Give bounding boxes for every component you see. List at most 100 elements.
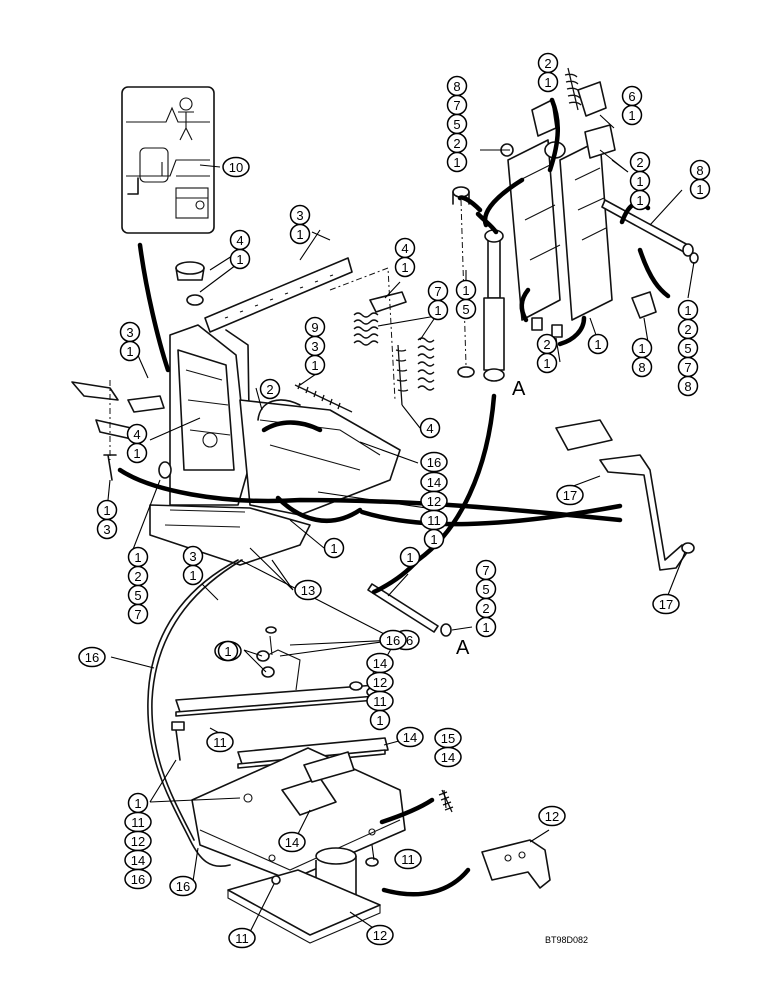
callout-shock-15: 15: [455, 279, 477, 320]
callout-number: 4: [229, 229, 251, 251]
callout-11-right: 11: [394, 848, 422, 870]
callout-label: 1: [401, 260, 408, 275]
callout-number: 1: [96, 499, 118, 521]
callout-circle: [126, 442, 148, 464]
callout-circle: [399, 546, 421, 568]
callout-label: 1: [311, 358, 318, 373]
callout-label: 1: [543, 356, 550, 371]
callout-number: 11: [206, 731, 234, 753]
callout-number: 1: [455, 279, 477, 301]
callout-label: 8: [453, 79, 460, 94]
callout-circle: [677, 375, 699, 397]
callout-label: 1: [638, 341, 645, 356]
callout-decal: 10: [222, 156, 250, 178]
callout-number: 7: [427, 280, 449, 302]
callout-number: 13: [294, 579, 322, 601]
callout-label: 5: [482, 582, 489, 597]
callout-label: 7: [134, 607, 141, 622]
callout-label: 14: [441, 750, 455, 765]
callout-number: 11: [420, 509, 448, 531]
callout-number: 16: [420, 451, 448, 473]
callout-label: 2: [684, 322, 691, 337]
seat-decal: [121, 86, 215, 234]
adjustment-strip: [204, 257, 353, 333]
callout-number: 1: [537, 71, 559, 93]
callout-label: 14: [427, 475, 441, 490]
callout-bolt-31b: 31: [182, 545, 204, 586]
callout-mid-1: 1: [323, 537, 345, 559]
callout-number: 12: [366, 924, 394, 946]
callout-label: 11: [235, 931, 249, 946]
tension-spring: [438, 789, 454, 813]
callout-circle: [124, 868, 152, 890]
callout-label: 8: [684, 379, 691, 394]
callout-circle: [423, 528, 445, 550]
callout-circle: [427, 299, 449, 321]
callout-label: 1: [453, 155, 460, 170]
callout-circle: [394, 848, 422, 870]
callout-label: 7: [453, 98, 460, 113]
callout-number: 14: [434, 746, 462, 768]
callout-label: 12: [373, 675, 387, 690]
callout-number: 2: [629, 151, 651, 173]
callout-label: 3: [126, 325, 133, 340]
callout-label: 5: [462, 302, 469, 317]
callout-label: 12: [427, 494, 441, 509]
callout-label: 17: [563, 488, 577, 503]
callout-number: 1: [126, 442, 148, 464]
callout-label: 2: [266, 382, 273, 397]
callout-circle: [455, 298, 477, 320]
callout-label: 1: [628, 108, 635, 123]
callout-number: 14: [124, 849, 152, 871]
callout-label: 16: [131, 872, 145, 887]
callout-number: 1: [475, 616, 497, 638]
callout-label: 3: [296, 208, 303, 223]
callout-number: 14: [366, 652, 394, 674]
callout-label: 11: [401, 852, 415, 867]
shock-absorber: [452, 186, 505, 382]
callout-label: 1: [482, 620, 489, 635]
callout-number: 1: [399, 546, 421, 568]
view-letter-a-top: A: [512, 378, 526, 400]
callout-label: 1: [544, 75, 551, 90]
callout-number: 7: [446, 94, 468, 116]
callout-number: 8: [677, 375, 699, 397]
callout-label: 4: [133, 427, 140, 442]
callout-14-base: 14: [396, 726, 424, 748]
callout-label: 10: [229, 160, 243, 175]
callout-circle: [536, 352, 558, 374]
callout-number: 5: [677, 337, 699, 359]
callout-circle: [169, 875, 197, 897]
callout-label: 2: [453, 136, 460, 151]
callout-label: 7: [482, 563, 489, 578]
callout-label: 13: [301, 583, 315, 598]
callout-label: 7: [434, 284, 441, 299]
callout-label: 16: [427, 455, 441, 470]
callout-11-bottom: 11: [228, 927, 256, 949]
callout-label: 6: [628, 89, 635, 104]
callout-circle: [587, 333, 609, 355]
callout-circle: [278, 831, 306, 853]
callout-label: 1: [236, 252, 243, 267]
callout-number: 7: [677, 356, 699, 378]
callout-number: 12: [420, 490, 448, 512]
callout-number: 5: [455, 298, 477, 320]
callout-cable-16: 16: [420, 451, 448, 473]
callout-label: 1: [594, 337, 601, 352]
callout-label: 11: [213, 735, 227, 750]
callout-number: 3: [182, 545, 204, 567]
callout-number: 1: [289, 223, 311, 245]
callout-label: 3: [189, 549, 196, 564]
callout-shock-21: 21: [536, 333, 558, 374]
callout-number: 3: [96, 518, 118, 540]
callout-number: 2: [536, 333, 558, 355]
callout-circle: [229, 248, 251, 270]
callout-rail-31: 31: [289, 204, 311, 245]
callout-handle-17a: 17: [556, 484, 584, 506]
callout-number: 7: [127, 603, 149, 625]
